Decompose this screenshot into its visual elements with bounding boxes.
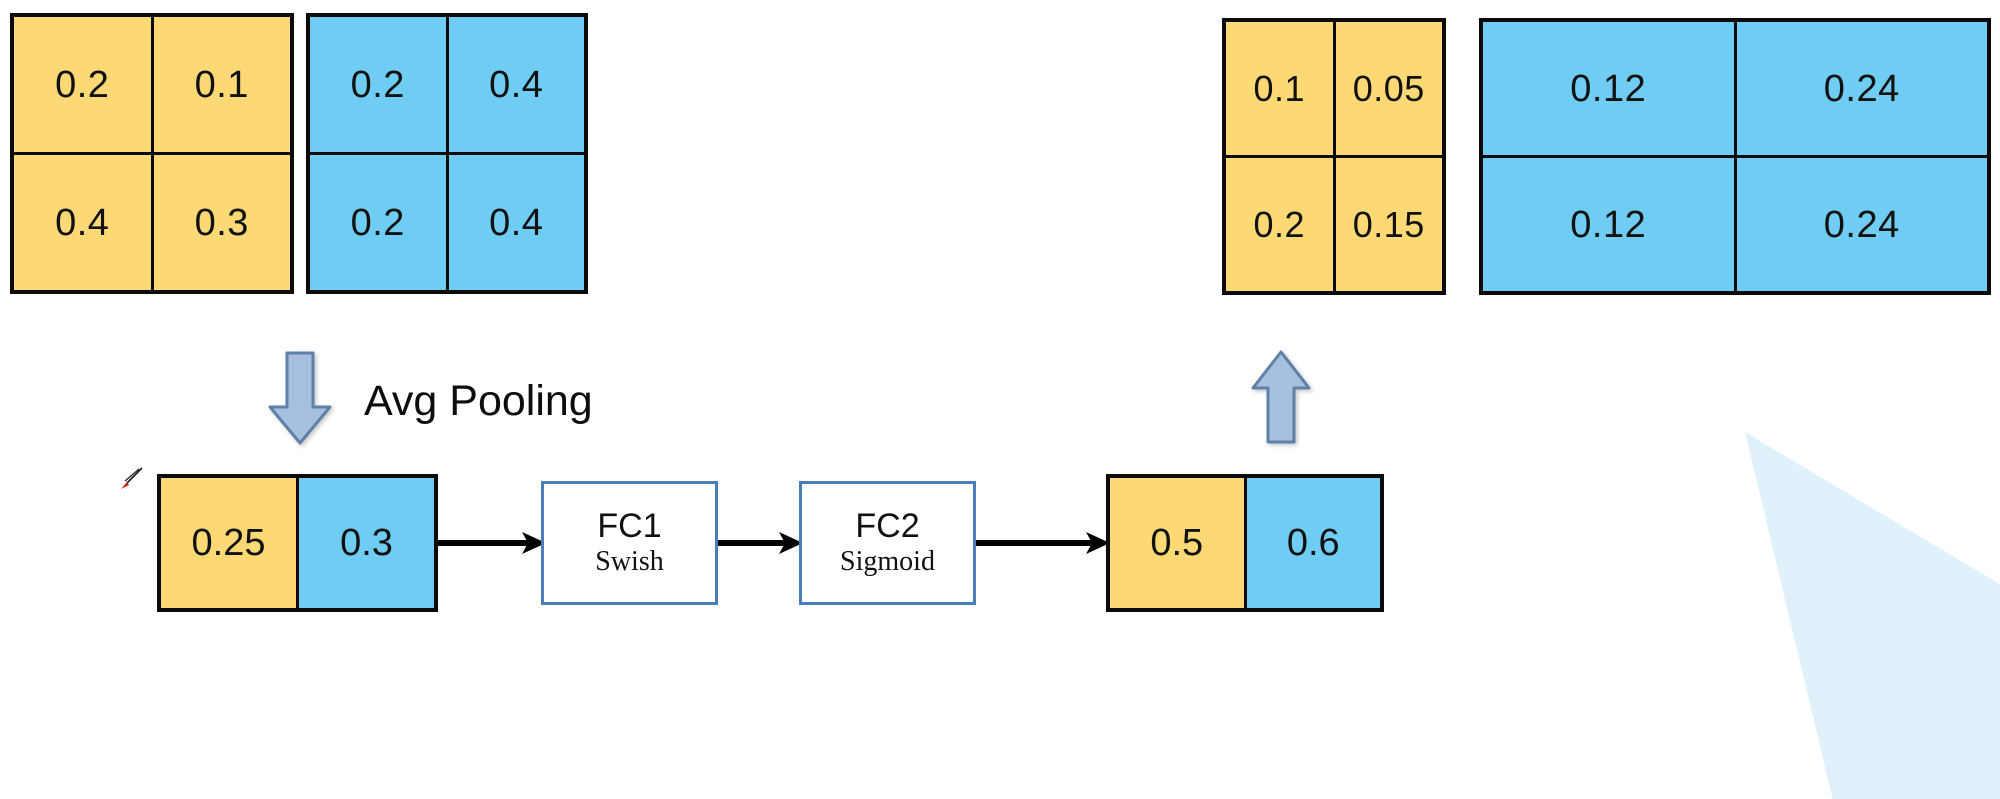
input-feature-map-channel-a: 0.2 0.1 0.4 0.3: [10, 13, 294, 294]
matrix-cell: 0.12: [1483, 158, 1734, 291]
vector-segment: 0.3: [299, 478, 434, 608]
matrix-cell: 0.05: [1335, 22, 1442, 155]
avg-pooling-label: Avg Pooling: [364, 377, 593, 425]
vector-segment: 0.5: [1110, 478, 1244, 608]
fc1-title: FC1: [597, 507, 662, 546]
fc2-block[interactable]: FC2 Sigmoid: [799, 481, 976, 605]
matrix-cell: 0.4: [448, 17, 584, 152]
matrix-cell: 0.3: [153, 155, 290, 290]
output-feature-map-channel-a: 0.1 0.05 0.2 0.15: [1222, 18, 1446, 295]
matrix-cell: 0.1: [1226, 22, 1333, 155]
fc2-activation: Sigmoid: [840, 546, 935, 578]
channel-attention-weights-vector: 0.5 0.6: [1106, 474, 1384, 612]
rescale-up-arrow-icon: [1251, 350, 1311, 444]
fc1-activation: Swish: [595, 546, 664, 578]
vector-segment: 0.6: [1246, 478, 1380, 608]
matrix-cell: 0.15: [1335, 158, 1442, 291]
pen-cursor-icon: [121, 467, 143, 489]
matrix-cell: 0.2: [310, 17, 446, 152]
background-wedge-decoration: [1745, 432, 2000, 799]
avg-pooling-down-arrow-icon: [268, 351, 332, 445]
fc1-block[interactable]: FC1 Swish: [541, 481, 718, 605]
pooled-descriptor-vector: 0.25 0.3: [157, 474, 438, 612]
connector-arrow-fc2-to-weights: [976, 532, 1110, 554]
output-feature-map-channel-b: 0.12 0.24 0.12 0.24: [1479, 18, 1991, 295]
matrix-cell: 0.24: [1736, 22, 1987, 155]
matrix-cell: 0.1: [153, 17, 290, 152]
fc2-title: FC2: [855, 507, 920, 546]
matrix-cell: 0.2: [1226, 158, 1333, 291]
connector-arrow-fc1-to-fc2: [718, 532, 803, 554]
connector-arrow-pooled-to-fc1: [438, 532, 546, 554]
matrix-cell: 0.4: [448, 155, 584, 290]
matrix-cell: 0.24: [1736, 158, 1987, 291]
input-feature-map-channel-b: 0.2 0.4 0.2 0.4: [306, 13, 588, 294]
matrix-cell: 0.4: [14, 155, 151, 290]
matrix-cell: 0.2: [310, 155, 446, 290]
matrix-cell: 0.2: [14, 17, 151, 152]
vector-segment: 0.25: [161, 478, 296, 608]
matrix-cell: 0.12: [1483, 22, 1734, 155]
